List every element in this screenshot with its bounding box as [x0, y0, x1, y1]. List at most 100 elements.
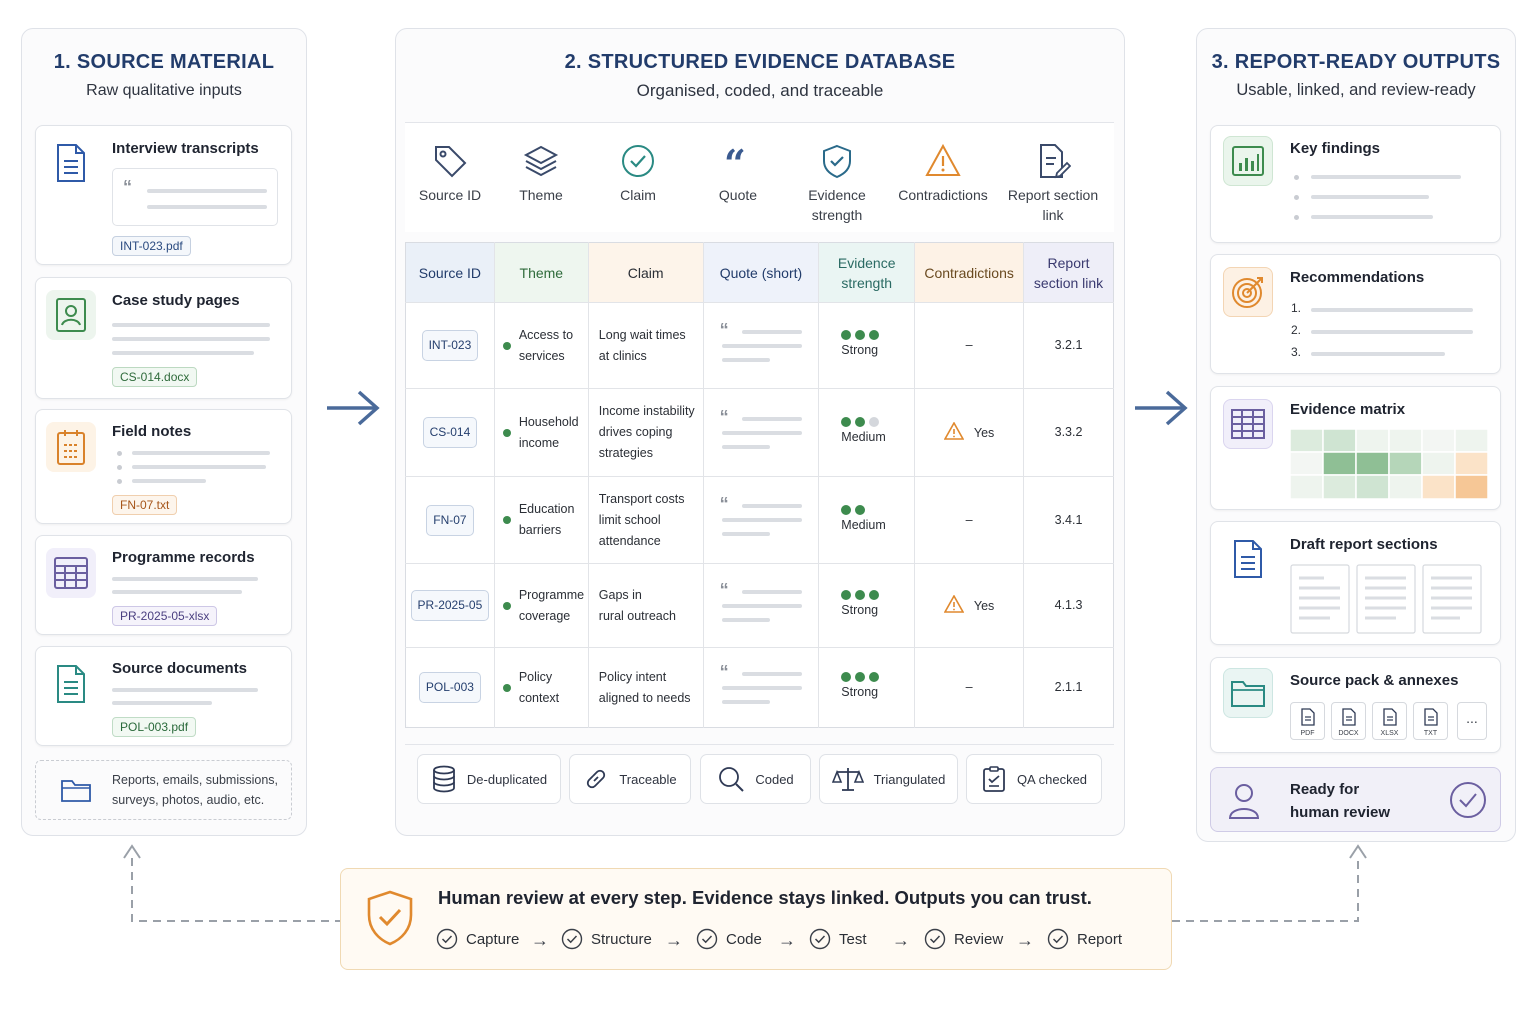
source-card-source-documents[interactable]: Source documents POL-003.pdf: [35, 646, 292, 746]
output-card-recommendations[interactable]: Recommendations 1. 2. 3.: [1210, 254, 1501, 374]
quote-icon: “: [724, 143, 746, 179]
process-step-capture: Capture: [436, 928, 519, 950]
file-type-label: TXT: [1423, 730, 1438, 737]
scale-icon: [831, 768, 864, 791]
ready-for-review-card[interactable]: Ready for human review: [1210, 767, 1501, 832]
arrow-right-icon: →: [665, 930, 683, 950]
quote-icon: “: [719, 661, 729, 682]
card-title: Key findings: [1290, 140, 1381, 157]
shield-check-icon: [823, 144, 851, 179]
report-section-link[interactable]: 3.2.1: [1054, 338, 1083, 352]
quote-icon: “: [719, 406, 729, 427]
strength-dot: [869, 330, 880, 340]
file-chip-pdf[interactable]: PDF: [1290, 702, 1325, 740]
shield-check-icon: [367, 890, 413, 946]
panel-title: 1. SOURCE MATERIAL: [53, 51, 275, 73]
source-card-field-notes[interactable]: Field notes FN-07.txt: [35, 409, 292, 524]
strength-dot: [855, 417, 866, 427]
file-icon: [1300, 708, 1315, 726]
file-icon: [1423, 708, 1438, 726]
features-strip: [405, 744, 1114, 806]
field-claim: Claim: [588, 143, 688, 205]
source-id-pill[interactable]: CS-014: [422, 417, 478, 448]
strength-dot: [855, 590, 866, 600]
claim-text: Transport costs: [598, 491, 685, 506]
grid-icon: [1223, 399, 1273, 449]
source-id-pill[interactable]: PR-2025-05: [410, 590, 490, 621]
source-card-interview-transcripts[interactable]: Interview transcripts “ INT-023.pdf: [35, 125, 292, 265]
field-quote: “ Quote: [718, 143, 758, 203]
file-chip-txt[interactable]: TXT: [1413, 702, 1448, 740]
report-section-link[interactable]: 3.3.2: [1054, 425, 1083, 439]
bar-chart-icon: [1223, 136, 1273, 186]
arrow-right-icon: →: [892, 930, 910, 950]
column-header[interactable]: Contradictions: [914, 242, 1025, 303]
column-header[interactable]: Quote (short): [703, 242, 820, 303]
column-header[interactable]: Claim: [588, 242, 704, 303]
report-section-link[interactable]: 4.1.3: [1054, 598, 1083, 612]
search-icon: [719, 767, 745, 792]
file-chip-docx[interactable]: DOCX: [1331, 702, 1366, 740]
banner-headline: Human review at every step. Evidence sta…: [438, 887, 1092, 908]
source-card-programme-records[interactable]: Programme records PR-2025-05-xlsx: [35, 535, 292, 635]
quote-icon: “: [123, 177, 132, 197]
document-pages-preview: [1290, 564, 1482, 634]
clipboard-check-icon: [983, 766, 1005, 792]
claim-text: aligned to needs: [598, 690, 691, 705]
source-card-case-study-pages[interactable]: Case study pages CS-014.docx: [35, 277, 292, 399]
feature-traceable: Traceable: [569, 754, 691, 804]
more-files-chip[interactable]: ...: [1457, 702, 1487, 740]
step-label: Structure: [591, 930, 652, 948]
strength-dot: [869, 417, 880, 427]
warning-icon: [943, 420, 965, 440]
process-step-code: Code: [696, 928, 762, 950]
strength-dot: [841, 672, 852, 682]
theme-dot: [502, 601, 511, 610]
column-header[interactable]: Theme: [494, 242, 589, 303]
step-label: Test: [839, 930, 867, 948]
file-type-label: DOCX: [1338, 730, 1359, 737]
card-title: Recommendations: [1290, 269, 1425, 286]
panel-title: 2. STRUCTURED EVIDENCE DATABASE: [564, 51, 956, 73]
list-number: 2.: [1291, 323, 1302, 337]
strength-dot: [841, 417, 852, 427]
svg-text:“: “: [724, 143, 746, 179]
check-circle-icon: [561, 928, 583, 950]
claim-text: at clinics: [598, 348, 647, 363]
file-chip-xlsx[interactable]: XLSX: [1372, 702, 1407, 740]
theme-dot: [502, 683, 511, 692]
quote-snippet: “: [704, 580, 819, 626]
column-header[interactable]: Source ID: [405, 242, 495, 303]
output-card-evidence-matrix[interactable]: Evidence matrix: [1210, 386, 1501, 510]
output-card-key-findings[interactable]: Key findings: [1210, 125, 1501, 243]
other-sources-line2: surveys, photos, audio, etc.: [112, 793, 265, 807]
claim-text: Gaps in: [598, 587, 642, 602]
output-card-draft-report-sections[interactable]: Draft report sections: [1210, 521, 1501, 645]
source-id-pill[interactable]: POL-003: [418, 672, 481, 703]
source-id-pill[interactable]: FN-07: [426, 504, 474, 536]
strength-dot: [855, 504, 866, 515]
process-step-test: Test: [809, 928, 867, 950]
report-section-link[interactable]: 2.1.1: [1054, 680, 1083, 694]
process-step-review: Review: [924, 928, 1003, 950]
warning-icon: [925, 143, 961, 176]
report-section-link[interactable]: 3.4.1: [1054, 512, 1083, 527]
theme-dot: [502, 516, 511, 524]
contradiction-value: Yes: [973, 598, 995, 613]
table-header-row: Source ID Theme Claim Quote (short) Evid…: [405, 242, 1114, 303]
card-title: Case study pages: [112, 292, 240, 309]
source-id-pill[interactable]: INT-023: [421, 330, 479, 361]
panel-title: 3. REPORT-READY OUTPUTS: [1211, 51, 1501, 73]
contradiction-value: –: [965, 680, 973, 694]
review-label-line1: Ready for: [1290, 781, 1360, 798]
panel-subtitle: Raw qualitative inputs: [86, 82, 242, 99]
